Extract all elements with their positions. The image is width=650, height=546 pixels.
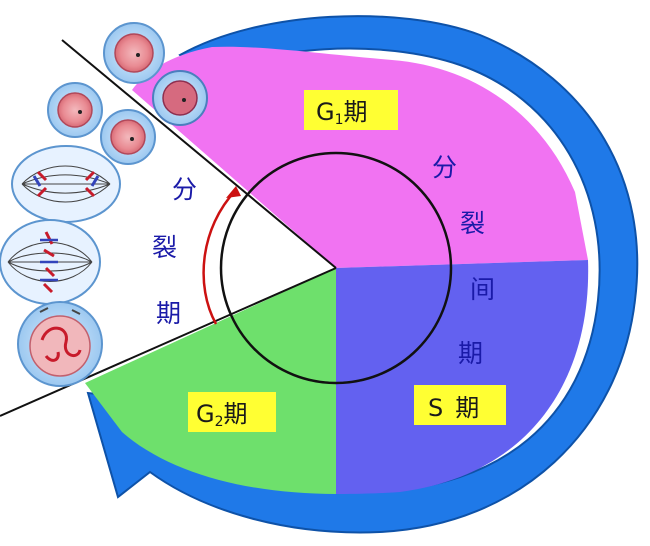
g2-label: G2期	[188, 392, 276, 432]
cell-interphase-4	[100, 109, 156, 165]
cell-metaphase	[0, 219, 101, 305]
s-label-main: S	[428, 394, 443, 422]
s-label-suffix: 期	[455, 394, 479, 422]
svg-text:G2期: G2期	[196, 400, 248, 430]
g1-sector	[132, 46, 588, 268]
interphase-char-3: 间	[470, 275, 495, 304]
mitosis-char-1: 分	[172, 175, 197, 204]
g1-label: G1期	[304, 90, 398, 130]
mitosis-boundary-upper	[61, 39, 337, 269]
inner-cycle-circle	[219, 151, 453, 385]
cell-interphase-3	[47, 82, 103, 138]
mitosis-char-2: 裂	[152, 233, 177, 262]
g1-label-box	[304, 90, 398, 130]
cell-interphase-1	[103, 22, 165, 84]
cell-anaphase	[11, 145, 121, 223]
g2-label-main: G	[196, 400, 215, 428]
mitosis-red-arrowhead	[226, 186, 241, 198]
s-label-box	[414, 385, 506, 425]
g1-label-suffix: 期	[344, 98, 368, 126]
interphase-char-1: 分	[432, 153, 457, 182]
interphase-char-2: 裂	[460, 209, 485, 238]
mitosis-red-arrow	[202, 189, 237, 325]
g2-label-sub: 2	[215, 414, 224, 430]
g1-label-sub: 1	[335, 112, 344, 128]
g2-label-suffix: 期	[224, 400, 248, 428]
g2-sector	[85, 268, 336, 494]
cell-interphase-2	[152, 70, 208, 126]
mitosis-boundary-lower	[0, 267, 337, 417]
cell-prophase	[17, 301, 103, 387]
svg-text:G1期: G1期	[316, 98, 368, 128]
g1-label-main: G	[316, 98, 335, 126]
g2-label-box	[188, 392, 276, 432]
s-sector	[336, 260, 589, 494]
svg-text:S期: S期	[428, 394, 479, 422]
interphase-char-4: 期	[458, 339, 483, 368]
outer-cycle-arrow	[86, 15, 639, 534]
mitosis-char-3: 期	[156, 299, 181, 328]
